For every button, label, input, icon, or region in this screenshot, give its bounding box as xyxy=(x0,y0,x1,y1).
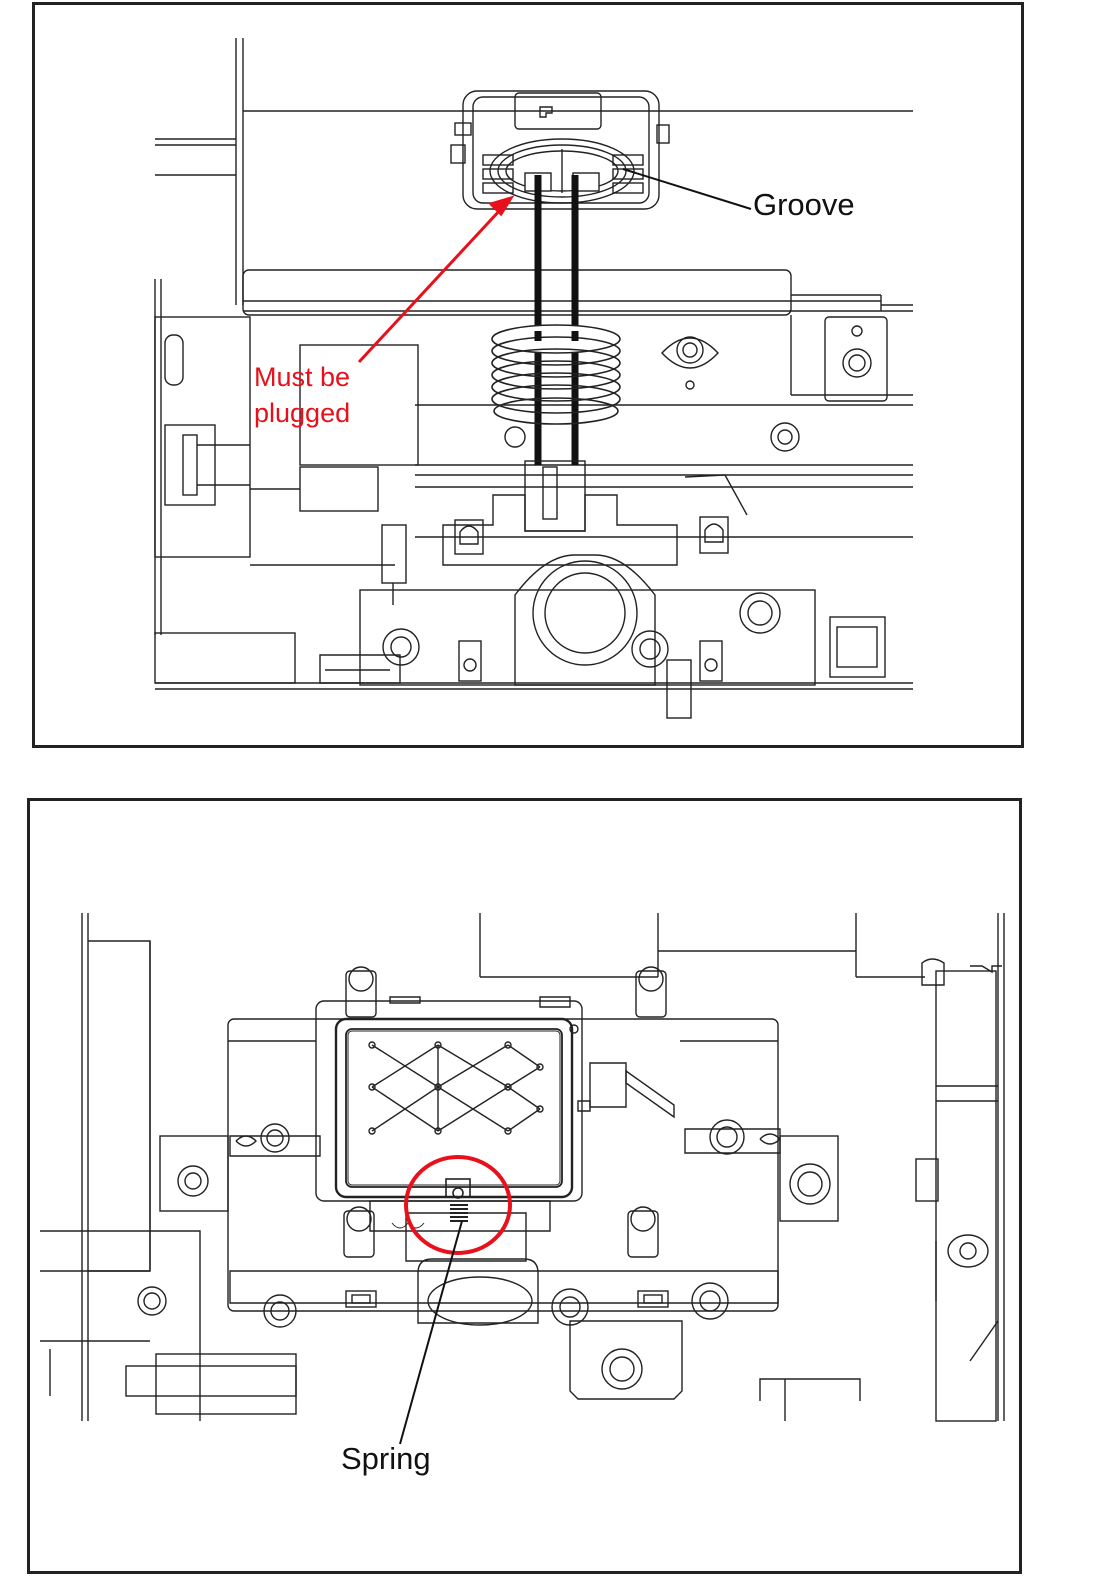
carriage-plate xyxy=(137,1018,861,1421)
must-be-plugged-line1: Must be xyxy=(254,362,351,392)
spring-leader-line xyxy=(399,1220,463,1445)
cap-head xyxy=(315,996,675,1262)
rail-bolts xyxy=(504,336,800,452)
cap-assembly-drawing xyxy=(40,913,1005,1445)
carriage-bolts xyxy=(343,966,667,1258)
bottom-diagram-panel: Spring xyxy=(27,798,1022,1574)
connector-housing xyxy=(450,90,670,210)
spring-label: Spring xyxy=(341,1441,431,1476)
top-diagram-panel: Groove Must be plugged xyxy=(32,2,1024,748)
must-be-plugged-line2: plugged xyxy=(254,397,351,428)
spring-highlight-circle xyxy=(404,1155,512,1255)
coil-spring xyxy=(491,324,621,425)
machine-frame xyxy=(40,913,1005,1422)
left-side-assembly xyxy=(154,279,419,684)
connector-assembly-drawing xyxy=(154,38,913,719)
groove-label: Groove xyxy=(753,187,855,222)
must-be-plugged-label: Must be plugged xyxy=(254,360,350,431)
must-be-plugged-arrow xyxy=(357,195,515,364)
lower-mechanism xyxy=(319,460,886,719)
groove-ring xyxy=(489,138,635,204)
groove-leader-line xyxy=(622,168,752,210)
ink-tubes xyxy=(534,175,579,465)
